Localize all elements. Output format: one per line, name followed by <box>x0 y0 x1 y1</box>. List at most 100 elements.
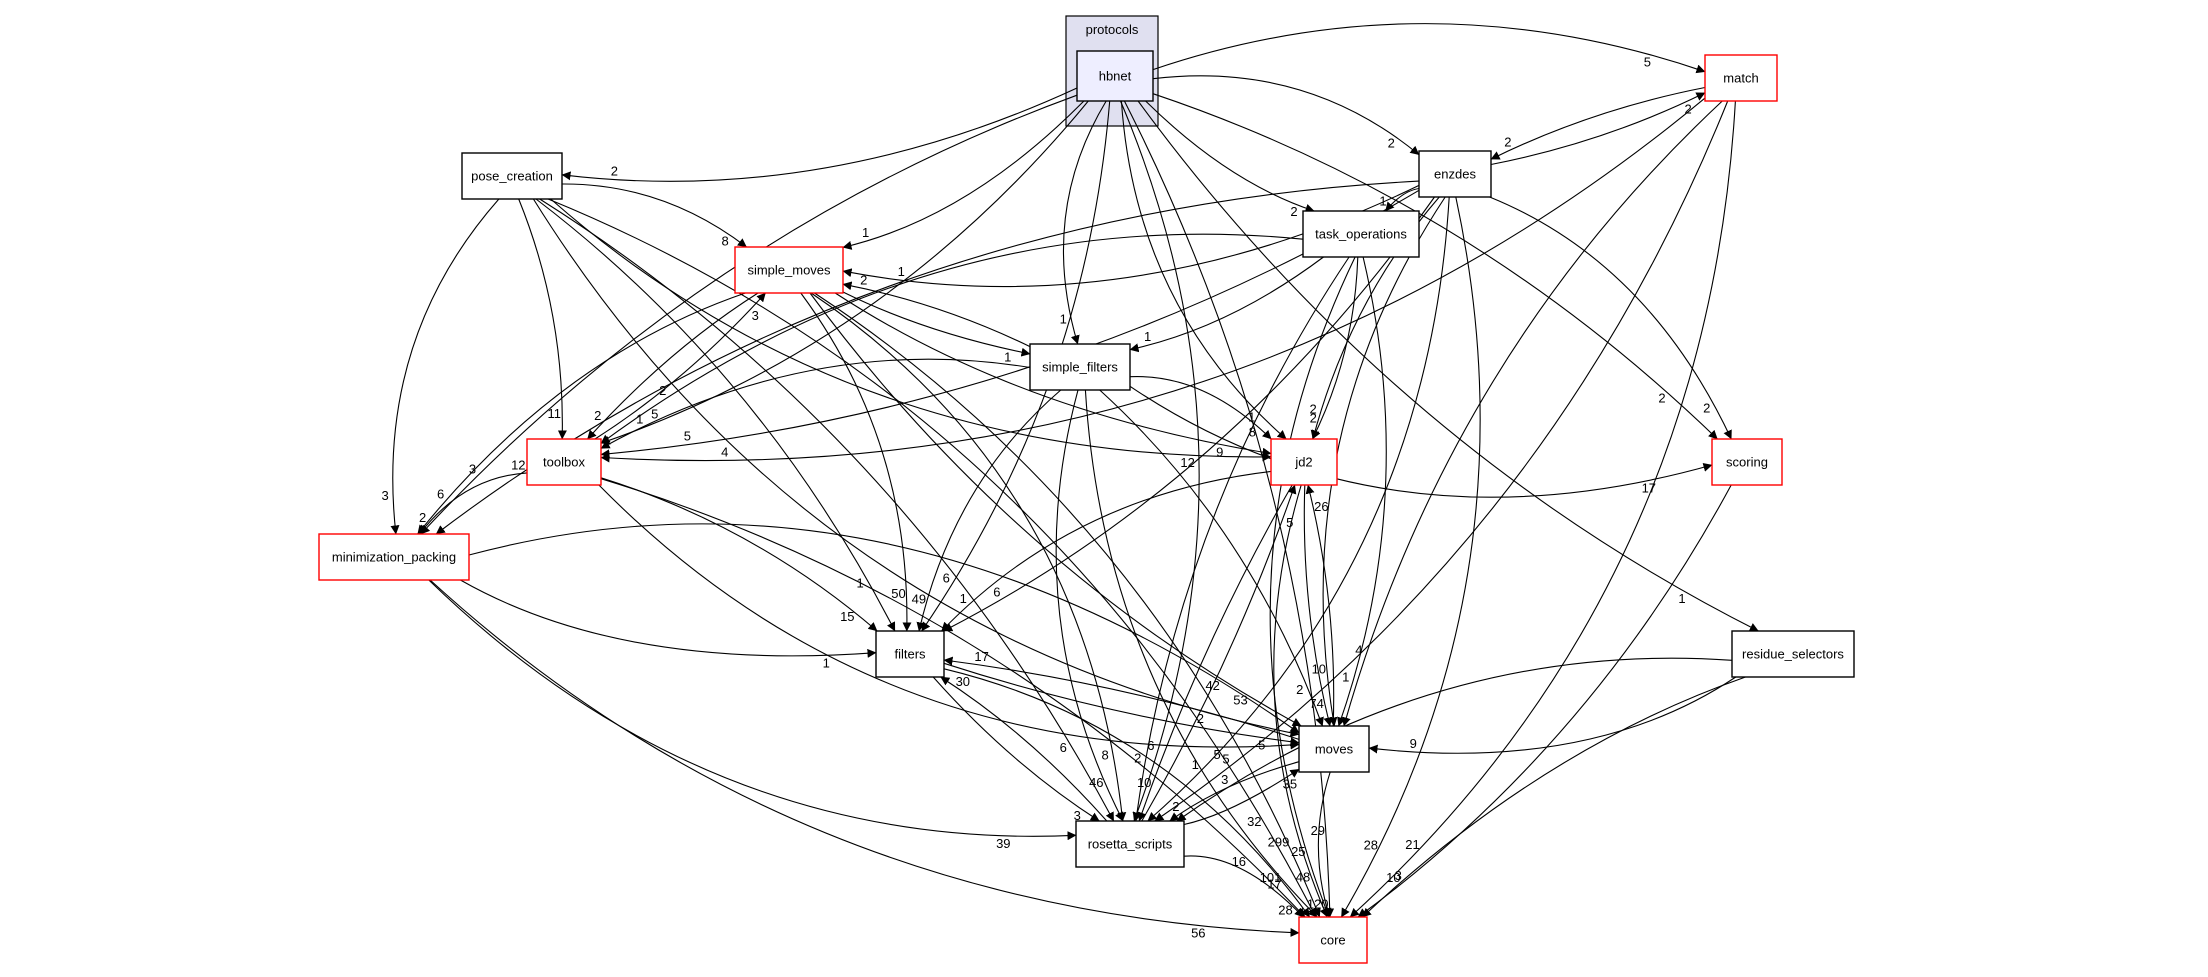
edge-simple_moves-to-moves[interactable] <box>809 292 1302 727</box>
edge-simple_filters-to-jd2[interactable] <box>1129 376 1272 440</box>
edge-label-enzdes-to-match[interactable]: 2 <box>1684 102 1691 117</box>
edge-label-simple_moves-to-rosetta_scripts[interactable]: 8 <box>1101 747 1108 762</box>
edge-rosetta_scripts-to-moves[interactable] <box>1183 768 1300 826</box>
edge-toolbox-to-core[interactable] <box>600 478 1306 918</box>
edge-pose_creation-to-jd2[interactable] <box>550 198 1272 462</box>
edge-moves-to-jd2[interactable] <box>1305 484 1335 727</box>
edge-label-minimization_packing-to-filters[interactable]: 1 <box>823 655 830 670</box>
edge-label-hbnet-to-filters[interactable]: 6 <box>943 570 950 585</box>
edge-enzdes-to-rosetta_scripts[interactable] <box>1147 196 1450 822</box>
edge-label-scoring-to-core[interactable]: 3 <box>1395 868 1402 883</box>
edge-simple_moves-to-toolbox[interactable] <box>587 292 759 440</box>
node-filters[interactable]: filters <box>875 630 945 678</box>
edge-simple_filters-to-toolbox[interactable] <box>600 358 1031 449</box>
node-scoring[interactable]: scoring <box>1711 438 1783 486</box>
edge-simple_filters-to-rosetta_scripts[interactable] <box>1055 389 1124 822</box>
edge-label-hbnet-to-residue_selectors[interactable]: 1 <box>1678 591 1685 606</box>
edge-enzdes-to-moves[interactable] <box>1322 196 1446 727</box>
edge-label-simple_filters-to-moves[interactable]: 2 <box>1296 682 1303 697</box>
edge-minimization_packing-to-moves[interactable] <box>468 523 1300 734</box>
edge-simple_moves-to-jd2[interactable] <box>834 292 1272 457</box>
edge-label-residue_selectors-to-moves[interactable]: 9 <box>1410 736 1417 751</box>
edge-enzdes-to-core[interactable] <box>1340 196 1481 918</box>
edge-label-toolbox-to-minimization_packing[interactable]: 2 <box>419 510 426 525</box>
edge-label-pose_creation-to-moves[interactable]: 2 <box>1197 711 1204 726</box>
edge-label-task_operations-to-jd2[interactable]: 2 <box>1310 411 1317 426</box>
edge-label-hbnet-to-enzdes[interactable]: 2 <box>1388 136 1395 151</box>
edge-minimization_packing-to-rosetta_scripts[interactable] <box>428 579 1077 841</box>
edge-enzdes-to-scoring[interactable] <box>1489 196 1732 440</box>
edge-label-hbnet-to-toolbox[interactable]: 5 <box>651 407 658 422</box>
edge-label-pose_creation-to-toolbox[interactable]: 11 <box>548 406 562 421</box>
edge-label-pose_creation-to-jd2[interactable]: 12 <box>1180 455 1194 470</box>
edge-rosetta_scripts-to-core[interactable] <box>1183 855 1304 918</box>
node-moves[interactable]: moves <box>1298 725 1370 773</box>
edge-label-rosetta_scripts-to-moves[interactable]: 35 <box>1283 777 1297 792</box>
edge-label-enzdes-to-core[interactable]: 28 <box>1364 838 1378 853</box>
edge-label-enzdes-to-filters[interactable]: 6 <box>993 585 1000 600</box>
edge-label-moves-to-filters[interactable]: 17 <box>974 649 988 664</box>
edge-pose_creation-to-moves[interactable] <box>532 198 1300 738</box>
edge-label-filters-to-rosetta_scripts[interactable]: 3 <box>1074 808 1081 823</box>
edge-hbnet-to-task_operations[interactable] <box>1145 100 1315 213</box>
edge-toolbox-to-minimization_packing[interactable] <box>419 472 528 535</box>
edge-task_operations-to-rosetta_scripts[interactable] <box>1132 256 1350 822</box>
edge-pose_creation-to-simple_moves[interactable] <box>561 183 747 248</box>
edge-match-to-moves[interactable] <box>1341 100 1723 727</box>
edge-label-enzdes-to-rosetta_scripts[interactable]: 1 <box>1192 757 1199 772</box>
edge-label-filters-to-moves[interactable]: 5 <box>1258 738 1265 753</box>
edge-label-simple_filters-to-rosetta_scripts[interactable]: 46 <box>1089 775 1103 790</box>
edge-hbnet-to-match[interactable] <box>1152 23 1706 74</box>
edge-simple_filters-to-moves[interactable] <box>1099 389 1324 727</box>
edge-label-task_operations-to-toolbox[interactable]: 2 <box>659 383 666 398</box>
node-residue_selectors[interactable]: residue_selectors <box>1731 630 1855 678</box>
edge-label-hbnet-to-minimization_packing[interactable]: 3 <box>469 462 476 477</box>
edge-filters-to-rosetta_scripts[interactable] <box>932 676 1100 822</box>
edge-label-simple_filters-to-toolbox[interactable]: 1 <box>636 411 643 426</box>
edge-label-task_operations-to-simple_filters[interactable]: 1 <box>1144 329 1151 344</box>
node-simple_filters[interactable]: simple_filters <box>1029 343 1131 391</box>
edge-residue_selectors-to-core[interactable] <box>1362 676 1746 918</box>
edge-label-task_operations-to-moves[interactable]: 1 <box>1342 670 1349 685</box>
edge-label-residue_selectors-to-rosetta_scripts[interactable]: 3 <box>1221 772 1228 787</box>
edge-label-simple_moves-to-jd2[interactable]: 9 <box>1216 445 1223 460</box>
edge-label-toolbox-to-core[interactable]: 16 <box>1232 854 1246 869</box>
edge-hbnet-to-jd2[interactable] <box>1120 100 1287 440</box>
edge-pose_creation-to-rosetta_scripts[interactable] <box>539 198 1115 822</box>
edge-simple_filters-to-scoring[interactable] <box>1129 385 1713 498</box>
edge-moves-to-core[interactable] <box>1317 771 1332 918</box>
edge-hbnet-to-scoring[interactable] <box>1152 93 1718 440</box>
edge-scoring-to-core[interactable] <box>1357 484 1732 918</box>
edge-label-hbnet-to-jd2[interactable]: 1 <box>1248 410 1255 425</box>
edge-label-task_operations-to-rosetta_scripts[interactable]: 2 <box>1134 750 1141 765</box>
edge-minimization_packing-to-core[interactable] <box>429 579 1300 938</box>
edge-label-hbnet-to-match[interactable]: 5 <box>1644 54 1651 69</box>
edge-jd2-to-core[interactable] <box>1273 484 1329 918</box>
edge-label-jd2-to-core[interactable]: 48 <box>1296 870 1310 885</box>
edge-label-simple_filters-to-scoring[interactable]: 17 <box>1642 481 1656 496</box>
edge-pose_creation-to-filters[interactable] <box>535 198 896 632</box>
edge-toolbox-to-filters[interactable] <box>600 477 878 632</box>
edge-task_operations-to-simple_filters[interactable] <box>1129 256 1324 353</box>
edge-label-jd2-to-filters[interactable]: 1 <box>960 591 967 606</box>
edge-hbnet-to-core[interactable] <box>1123 100 1335 918</box>
edge-simple_filters-to-simple_moves[interactable] <box>842 281 1031 348</box>
edge-label-simple_moves-to-toolbox[interactable]: 2 <box>594 408 601 423</box>
node-enzdes[interactable]: enzdes <box>1418 150 1492 198</box>
edge-enzdes-to-match[interactable] <box>1490 92 1706 166</box>
edge-rosetta_scripts-to-filters[interactable] <box>940 676 1108 822</box>
edge-simple_moves-to-filters[interactable] <box>800 292 912 632</box>
node-match[interactable]: match <box>1704 54 1778 102</box>
node-pose_creation[interactable]: pose_creation <box>461 152 563 200</box>
edge-moves-to-filters[interactable] <box>943 656 1300 740</box>
edge-label-jd2-to-moves[interactable]: 74 <box>1309 696 1323 711</box>
edge-label-enzdes-to-scoring[interactable]: 2 <box>1703 400 1710 415</box>
edge-label-simple_filters-to-simple_moves[interactable]: 2 <box>860 272 867 287</box>
edge-hbnet-to-simple_moves[interactable] <box>842 100 1085 250</box>
edge-simple_moves-to-rosetta_scripts[interactable] <box>810 292 1127 822</box>
edge-label-moves-to-jd2[interactable]: 26 <box>1314 499 1328 514</box>
edge-rosetta_scripts-to-jd2[interactable] <box>1141 484 1297 822</box>
edge-label-rosetta_scripts-to-jd2[interactable]: 5 <box>1286 515 1293 530</box>
node-jd2[interactable]: jd2 <box>1270 438 1338 486</box>
edge-label-enzdes-to-simple_moves[interactable]: 1 <box>898 264 905 279</box>
